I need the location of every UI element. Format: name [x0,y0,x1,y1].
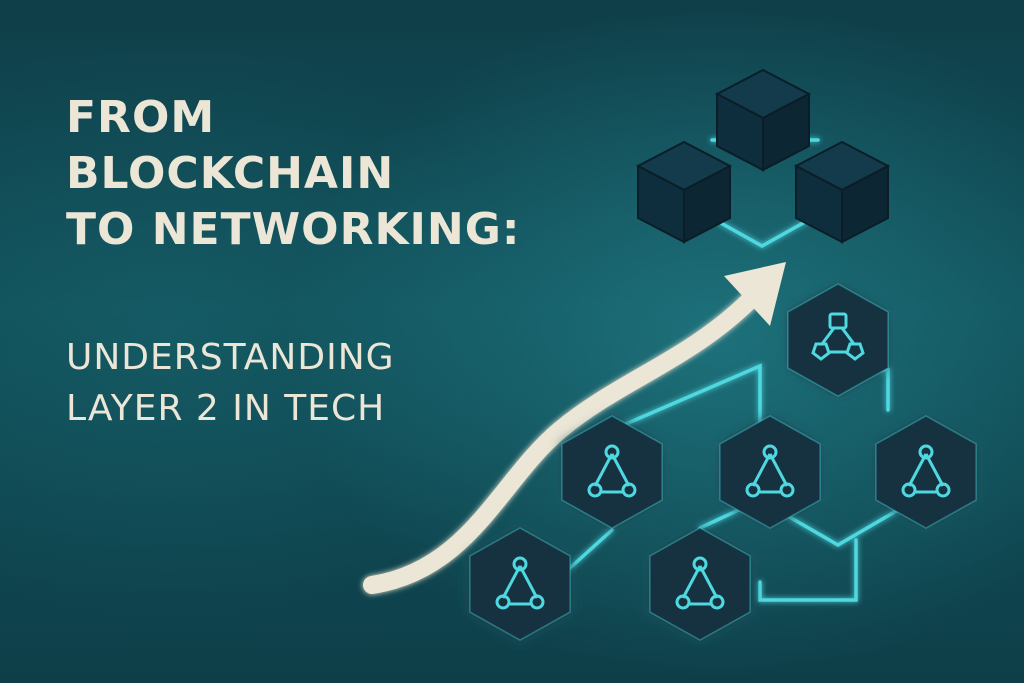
hex-node [469,527,571,641]
hex-node [649,527,751,641]
cube-icon [714,68,812,172]
pentagon-network-icon [811,312,865,361]
headline-line-2: BLOCKCHAIN [66,148,395,199]
hex-node [561,415,663,529]
cube-icon [793,140,891,244]
triangle-network-icon [745,444,795,498]
headline-line-1: FROM [66,92,216,143]
subheadline-line-2: LAYER 2 IN TECH [66,388,386,429]
hex-node [875,415,977,529]
triangle-network-icon [901,444,951,498]
triangle-network-icon [675,556,725,610]
triangle-network-icon [587,444,637,498]
subheadline: UNDERSTANDING LAYER 2 IN TECH [66,332,566,434]
headline: FROM BLOCKCHAIN TO NETWORKING: [66,90,626,258]
cube-icon [635,140,733,244]
subheadline-line-1: UNDERSTANDING [66,337,395,378]
triangle-network-icon [495,556,545,610]
hex-node [719,415,821,529]
headline-line-3: TO NETWORKING: [66,204,521,255]
upward-arrow-icon [363,262,786,594]
hex-node-top [787,283,889,397]
